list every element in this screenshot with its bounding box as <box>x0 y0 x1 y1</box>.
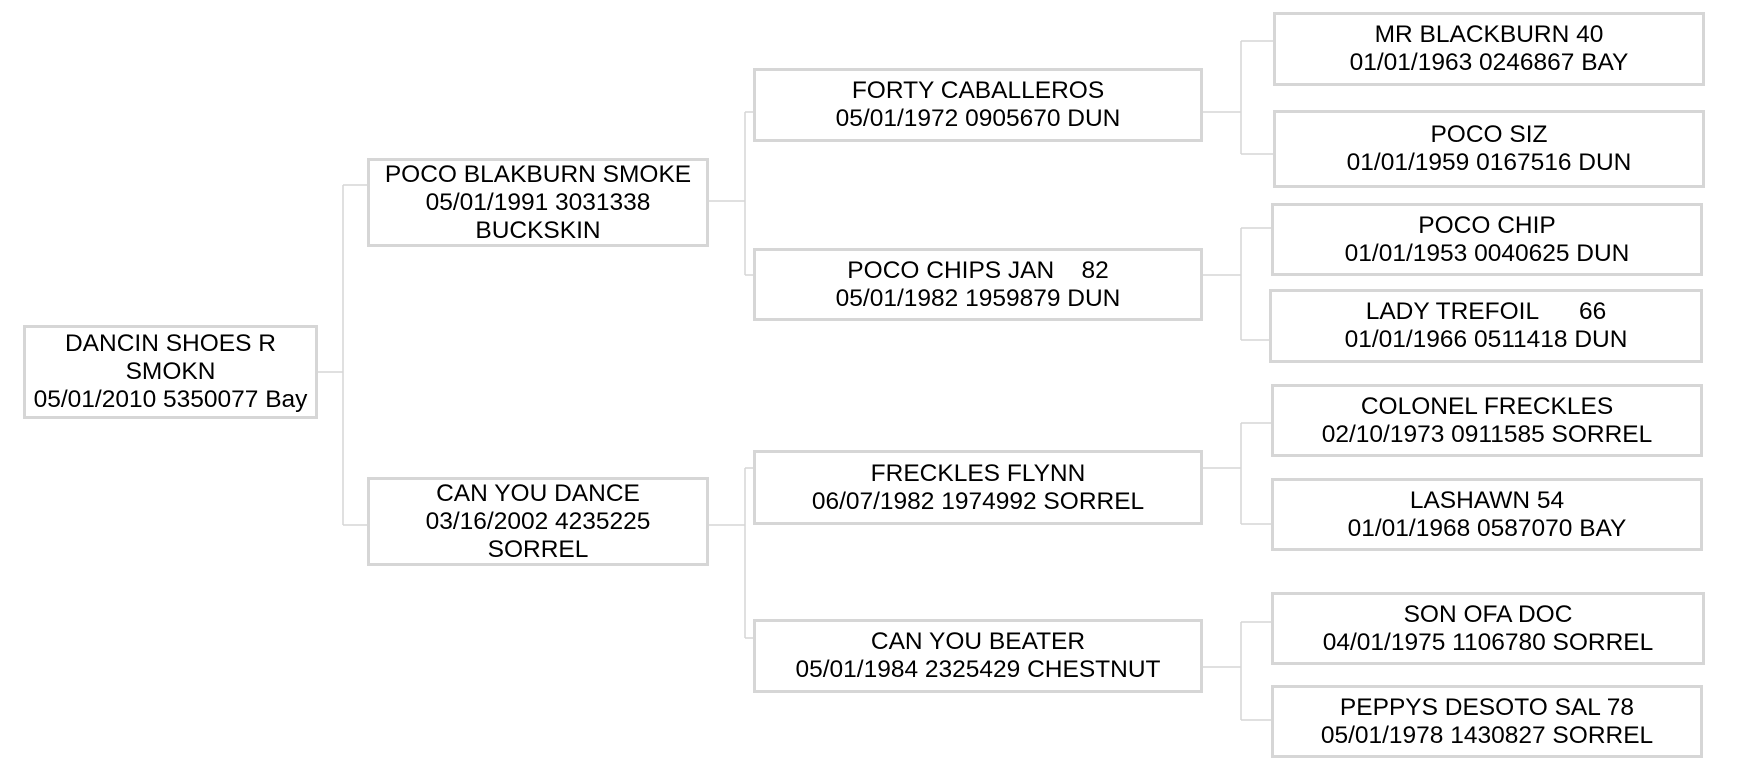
dam-dam-details: 05/01/1984 2325429 CHESTNUT <box>795 656 1161 683</box>
sire-dam-sire-name: POCO CHIP <box>1418 211 1556 239</box>
subject-horse-details: 05/01/2010 5350077 Bay <box>33 386 308 413</box>
sire-sire-dam-details: 01/01/1959 0167516 DUN <box>1346 149 1632 176</box>
sire-name: POCO BLAKBURN SMOKE <box>384 160 692 188</box>
dam-sire-details: 06/07/1982 1974992 SORREL <box>811 487 1145 515</box>
sire-box: POCO BLAKBURN SMOKE 05/01/1991 3031338 B… <box>367 158 709 247</box>
dam-sire-box: FRECKLES FLYNN 06/07/1982 1974992 SORREL <box>753 450 1203 525</box>
subject-horse-name-cont: SMOKN <box>125 358 216 385</box>
dam-name: CAN YOU DANCE <box>436 479 640 507</box>
dam-dam-dam-details: 05/01/1978 1430827 SORREL <box>1320 721 1654 749</box>
dam-sire-name: FRECKLES FLYNN <box>870 459 1086 487</box>
sire-sire-sire-box: MR BLACKBURN 40 01/01/1963 0246867 BAY <box>1273 12 1705 86</box>
sire-sire-dam-name: POCO SIZ <box>1430 121 1548 148</box>
dam-dam-sire-name: SON OFA DOC <box>1403 600 1573 628</box>
sire-sire-sire-name: MR BLACKBURN 40 <box>1374 21 1604 48</box>
dam-sire-dam-box: LASHAWN 54 01/01/1968 0587070 BAY <box>1271 478 1703 551</box>
sire-dam-sire-box: POCO CHIP 01/01/1953 0040625 DUN <box>1271 203 1703 276</box>
dam-sire-sire-box: COLONEL FRECKLES 02/10/1973 0911585 SORR… <box>1271 384 1703 457</box>
dam-dam-box: CAN YOU BEATER 05/01/1984 2325429 CHESTN… <box>753 619 1203 693</box>
dam-sire-sire-details: 02/10/1973 0911585 SORREL <box>1321 420 1653 448</box>
dam-dam-sire-box: SON OFA DOC 04/01/1975 1106780 SORREL <box>1271 592 1705 665</box>
dam-details: 03/16/2002 4235225 <box>425 507 651 535</box>
sire-sire-name: FORTY CABALLEROS <box>851 77 1105 104</box>
sire-dam-dam-details: 01/01/1966 0511418 DUN <box>1344 326 1628 353</box>
sire-sire-box: FORTY CABALLEROS 05/01/1972 0905670 DUN <box>753 68 1203 142</box>
sire-details: 05/01/1991 3031338 <box>425 188 651 216</box>
sire-dam-dam-box: LADY TREFOIL 66 01/01/1966 0511418 DUN <box>1269 289 1703 363</box>
sire-dam-dam-name: LADY TREFOIL 66 <box>1365 298 1607 325</box>
sire-sire-sire-details: 01/01/1963 0246867 BAY <box>1349 49 1629 76</box>
sire-dam-name: POCO CHIPS JAN 82 <box>847 256 1109 284</box>
dam-color: SORREL <box>487 535 589 563</box>
dam-dam-name: CAN YOU BEATER <box>870 628 1086 655</box>
dam-sire-dam-name: LASHAWN 54 <box>1409 486 1565 514</box>
dam-sire-sire-name: COLONEL FRECKLES <box>1360 392 1614 420</box>
dam-dam-sire-details: 04/01/1975 1106780 SORREL <box>1322 628 1654 656</box>
sire-sire-details: 05/01/1972 0905670 DUN <box>835 105 1121 132</box>
sire-color: BUCKSKIN <box>475 216 601 244</box>
dam-dam-dam-name: PEPPYS DESOTO SAL 78 <box>1339 693 1635 721</box>
dam-dam-dam-box: PEPPYS DESOTO SAL 78 05/01/1978 1430827 … <box>1271 685 1703 758</box>
sire-dam-details: 05/01/1982 1959879 DUN <box>835 284 1121 312</box>
dam-box: CAN YOU DANCE 03/16/2002 4235225 SORREL <box>367 477 709 566</box>
sire-dam-sire-details: 01/01/1953 0040625 DUN <box>1344 239 1630 267</box>
sire-dam-box: POCO CHIPS JAN 82 05/01/1982 1959879 DUN <box>753 248 1203 321</box>
subject-horse-box: DANCIN SHOES R SMOKN 05/01/2010 5350077 … <box>23 325 318 419</box>
subject-horse-name: DANCIN SHOES R <box>64 330 276 357</box>
dam-sire-dam-details: 01/01/1968 0587070 BAY <box>1347 514 1627 542</box>
sire-sire-dam-box: POCO SIZ 01/01/1959 0167516 DUN <box>1273 110 1705 188</box>
